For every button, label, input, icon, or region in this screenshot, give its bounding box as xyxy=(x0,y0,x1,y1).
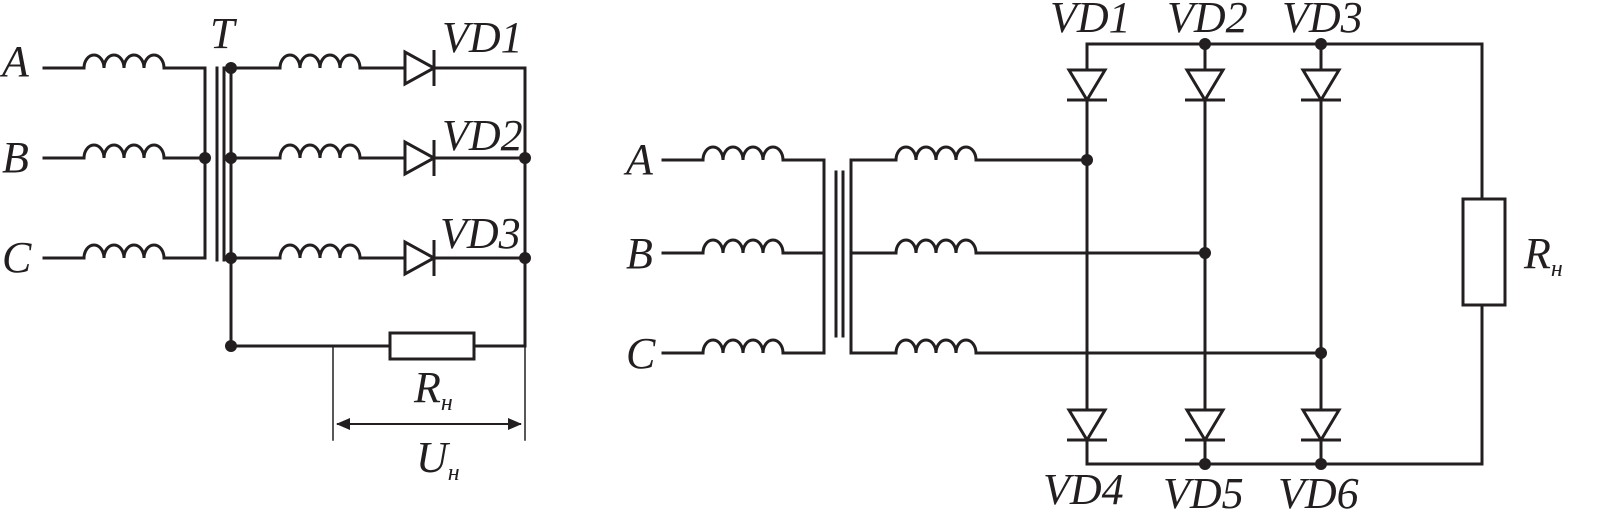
label-vd2: VD2 xyxy=(442,111,523,160)
bridge-label-vd6: VD6 xyxy=(1278,469,1359,518)
bridge-primary-winding-a xyxy=(661,145,826,162)
secondary-branch-a xyxy=(229,49,527,87)
phase-label-a: A xyxy=(0,37,30,86)
bridge-diode-vd3 xyxy=(1300,68,1342,103)
bridge-load-label: Rн xyxy=(1523,229,1563,282)
bridge-diode-vd1 xyxy=(1066,68,1108,103)
bridge-diode-vd5 xyxy=(1184,408,1226,443)
bridge-label-vd1: VD1 xyxy=(1050,0,1131,42)
bridge-node-b xyxy=(1199,247,1211,259)
bridge-phase-label-a: A xyxy=(623,135,654,184)
left-circuit: A B C T xyxy=(0,9,531,486)
bridge-node-a xyxy=(1081,154,1093,166)
bridge-secondary-winding-a xyxy=(849,145,1089,162)
phase-label-c: C xyxy=(2,233,32,282)
bridge-load-resistor xyxy=(1461,197,1507,307)
bridge-primary-winding-c xyxy=(661,338,826,355)
output-voltage-arrow xyxy=(332,345,526,441)
bridge-diode-vd4 xyxy=(1066,408,1108,443)
bridge-secondary-winding-c xyxy=(849,338,1323,355)
phase-label-b: B xyxy=(2,133,29,182)
primary-winding-b xyxy=(42,143,207,160)
secondary-branch-b xyxy=(229,139,527,177)
transformer-core xyxy=(215,66,226,262)
label-vd1: VD1 xyxy=(442,13,523,62)
primary-winding-a xyxy=(42,53,207,70)
load-resistor xyxy=(388,331,476,361)
right-circuit: A B C xyxy=(623,0,1563,518)
bridge-primary-winding-b xyxy=(661,238,826,255)
bridge-phase-label-b: B xyxy=(626,229,653,278)
bridge-transformer-core xyxy=(834,170,845,338)
secondary-branch-c xyxy=(229,239,527,277)
bridge-node-c xyxy=(1315,347,1327,359)
primary-neutral-node xyxy=(199,152,211,164)
bridge-diode-vd2 xyxy=(1184,68,1226,103)
bridge-label-vd5: VD5 xyxy=(1163,469,1244,518)
bridge-label-vd3: VD3 xyxy=(1282,0,1363,42)
bridge-phase-label-c: C xyxy=(626,329,656,378)
bridge-label-vd2: VD2 xyxy=(1167,0,1248,42)
label-vd3: VD3 xyxy=(440,209,521,258)
voltage-label: Uн xyxy=(416,433,460,486)
bridge-diode-vd6 xyxy=(1300,408,1342,443)
diode-vd2 xyxy=(403,139,438,177)
bridge-label-vd4: VD4 xyxy=(1043,465,1124,514)
diode-vd3 xyxy=(403,239,438,277)
bridge-secondary-winding-b xyxy=(849,238,1207,255)
diode-vd1 xyxy=(403,49,438,87)
primary-winding-c xyxy=(42,243,207,260)
transformer-label: T xyxy=(210,9,238,58)
load-label: Rн xyxy=(413,363,453,416)
